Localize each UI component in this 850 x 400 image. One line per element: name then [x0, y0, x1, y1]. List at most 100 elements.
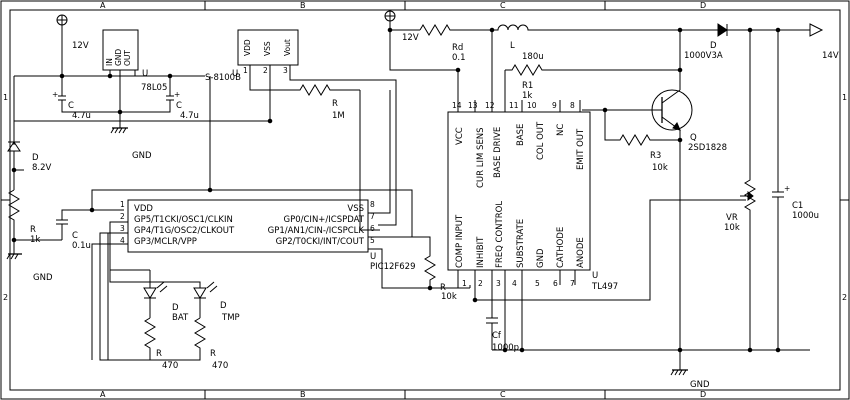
svg-text:+: +: [174, 90, 180, 99]
tl497-pin-cur-lim-sens: CUR LIM SENS: [476, 127, 486, 188]
inductor-l: L 180u: [492, 24, 680, 62]
border-col-a-top: A: [100, 1, 106, 10]
r-1m-ref: R: [332, 99, 338, 109]
tl497-pin-freq-control: FREQ CONTROL: [495, 201, 505, 268]
ground-label-bottom: GND: [690, 380, 710, 390]
zener-ref: D: [32, 153, 39, 163]
pic-pin-num-1: 1: [120, 200, 125, 209]
border-col-d-top: D: [700, 1, 706, 10]
ic-s8100b: VDD VSS Vout 1 2 3 U S-8100B: [205, 29, 299, 83]
pic-pin-num-7: 7: [370, 212, 375, 221]
tl497-pin-cathode: CATHODE: [556, 227, 566, 268]
transistor-value: 2SD1828: [688, 143, 727, 153]
pic-body: [127, 199, 369, 253]
s8100b-ref: U: [232, 69, 238, 79]
pic-pin-name-1: VDD: [134, 204, 153, 214]
ground-label-left: GND: [33, 273, 53, 283]
border-col-d-bottom: D: [700, 390, 706, 399]
regulator-pin-in: IN: [105, 58, 114, 66]
regulator-pin-gnd: GND: [114, 49, 123, 66]
output-voltage-label: 14V: [822, 51, 839, 61]
tl497-pin-nc: NC: [556, 124, 566, 136]
tl497-bottom-pin-4: 4: [512, 279, 517, 288]
diode-out: D 1000V3A: [680, 23, 728, 61]
c-01u-ref: C: [72, 231, 78, 241]
tl497-top-pin-14: 14: [452, 101, 462, 110]
s8100b-pin-vdd: VDD: [243, 39, 252, 56]
tl497-pin-substrate: SUBSTRATE: [516, 219, 526, 268]
pic-pin-num-6: 6: [370, 224, 375, 233]
r1-ref: R1: [522, 81, 533, 91]
tl497-pin-vcc: VCC: [455, 127, 465, 145]
tl497-top-pin-8: 8: [570, 101, 575, 110]
cf-ref: Cf: [492, 331, 502, 341]
r3-ref: R3: [650, 151, 661, 161]
tl497-pin-base: BASE: [516, 124, 526, 146]
tl497-bottom-pin-2: 2: [478, 279, 483, 288]
pic-pin-num-3: 3: [120, 224, 125, 233]
tl497-pin-gnd: GND: [536, 248, 546, 268]
led-bat-ref: D: [172, 303, 179, 313]
vr-value: 10k: [724, 223, 740, 233]
capacitor-c-out: + C 4.7u: [166, 76, 199, 121]
s8100b-body: [237, 29, 299, 66]
tl497-bottom-pin-6: 6: [553, 279, 558, 288]
border-row-1-right: 1: [842, 93, 847, 102]
border-col-a-bottom: A: [100, 390, 106, 399]
r-470a-value: 470: [162, 361, 178, 371]
pic-pin-num-8: 8: [370, 200, 375, 209]
tl497-body: [447, 111, 591, 271]
transistor-q: Q 2SD1828: [582, 89, 727, 153]
tl497-pin-inhibit: INHIBIT: [476, 236, 486, 268]
capacitor-cf: Cf 1000p: [486, 285, 519, 353]
s8100b-pin-vout: Vout: [283, 39, 292, 56]
tl497-ref: U: [592, 271, 598, 281]
zener-value: 8.2V: [32, 163, 52, 173]
r-470b-value: 470: [212, 361, 228, 371]
pic-pin-name-3: GP4/T1G/OSC2/CLKOUT: [134, 226, 235, 236]
potentiometer-vr: VR 10k: [724, 30, 756, 350]
mcu-pic12f629: 1 2 3 4 VDD GP5/T1CKI/OSC1/CLKIN GP4/T1G…: [120, 199, 416, 272]
border-col-b-top: B: [300, 1, 306, 10]
tl497-value: TL497: [591, 282, 618, 292]
tl497-pin-emit-out: EMIT OUT: [576, 128, 586, 170]
resistor-r-470b: R 470: [194, 317, 228, 371]
diode-out-value: 1000V3A: [684, 51, 723, 61]
led-tmp-ref: D: [220, 301, 227, 311]
s8100b-pin-num-2: 2: [263, 66, 268, 75]
r-470a-ref: R: [156, 349, 162, 359]
c-in-ref: C: [68, 101, 74, 111]
resistor-r3: R3 10k: [604, 110, 680, 173]
svg-text:+: +: [784, 184, 790, 193]
ground-label-top: GND: [132, 151, 152, 161]
c1-value: 1000u: [792, 211, 819, 221]
led-bat: D BAT: [143, 270, 189, 323]
r3-value: 10k: [652, 163, 668, 173]
s8100b-pin-num-1: 1: [243, 66, 248, 75]
c-out-value: 4.7u: [180, 111, 199, 121]
capacitor-c1: + C1 1000u: [772, 30, 819, 350]
pic-pin-name-7: GP0/CIN+/ICSPDAT: [284, 215, 365, 225]
tl497-bottom-pin-7: 7: [570, 279, 575, 288]
pic-pin-name-8: VSS: [347, 204, 364, 214]
resistor-rd: Rd 0.1: [419, 24, 493, 100]
pic-pin-num-4: 4: [120, 236, 125, 245]
inductor-ref: L: [510, 41, 515, 51]
tl497-pin-col-out: COL OUT: [536, 121, 546, 160]
tl497-top-pin-10: 10: [527, 101, 537, 110]
c-out-ref: C: [176, 101, 182, 111]
ground-icon: [110, 127, 128, 134]
resistor-r-1k: R 1k: [8, 189, 40, 245]
ground-icon: [6, 253, 22, 260]
tl497-pin-base-drive: BASE DRIVE: [493, 127, 503, 178]
tl497-bottom-pin-1: 1: [462, 279, 467, 288]
pic-pin-name-4: GP3/MCLR/VPP: [134, 237, 197, 247]
diode-out-ref: D: [710, 41, 717, 51]
tl497-pin-anode: ANODE: [576, 237, 586, 268]
pic-pin-name-5: GP2/T0CKI/INT/COUT: [276, 237, 365, 247]
ground-icon: [670, 369, 688, 376]
border-row-2-left: 2: [3, 293, 8, 302]
tl497-top-pin-11: 11: [509, 101, 519, 110]
border-col-c-top: C: [500, 1, 506, 10]
regulator-supply-label: 12V: [72, 41, 89, 51]
